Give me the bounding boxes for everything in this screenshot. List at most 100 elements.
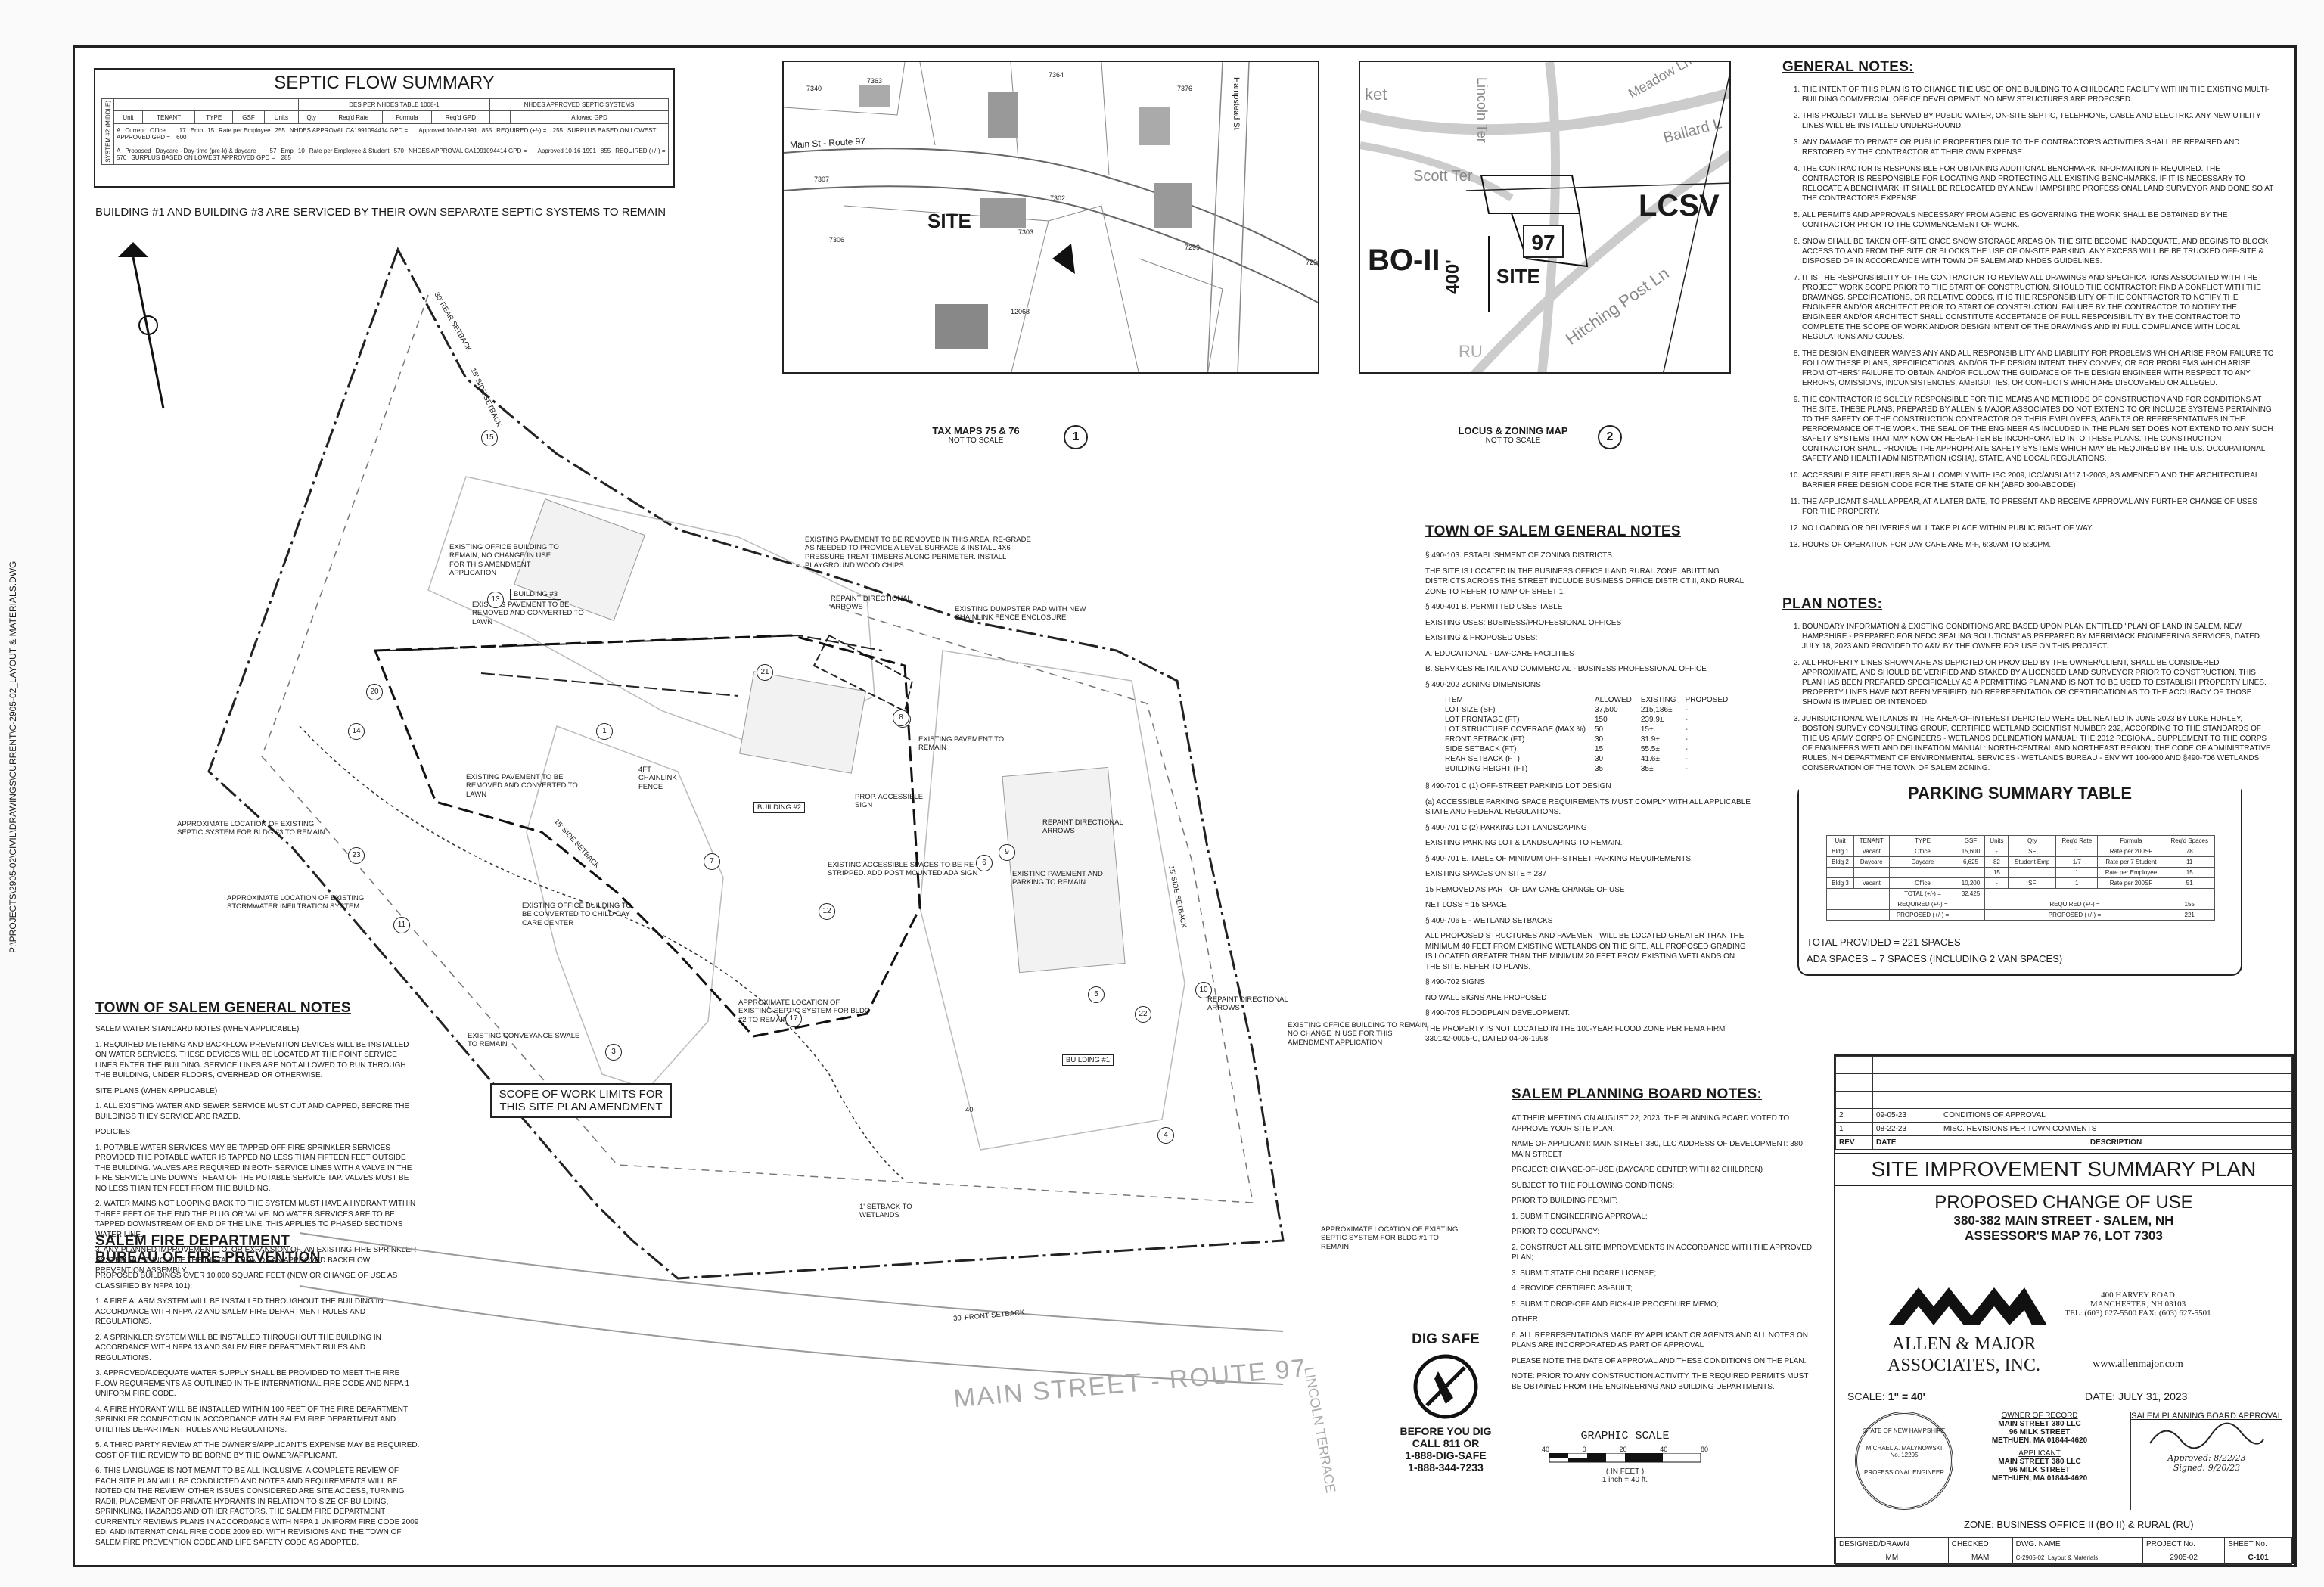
general-note-item: THE APPLICANT SHALL APPEAR, AT A LATER D… <box>1802 497 2274 517</box>
salem-mid-line: NET LOSS = 15 SPACE <box>1425 901 1507 909</box>
parking-summary-label: PROPOSED (+/-) = <box>1984 909 2165 921</box>
parking-cell: 1 <box>2055 846 2099 857</box>
label-office3: EXISTING OFFICE BUILDING TO REMAIN, NO C… <box>449 543 559 578</box>
locus-route-shield: 97 <box>1523 225 1564 258</box>
salem-mid-line: ALL PROPOSED STRUCTURES AND PAVEMENT WIL… <box>1425 932 1746 971</box>
septic-col-header: Req'd Rate <box>324 110 384 124</box>
septic-cell: 570 <box>117 154 127 161</box>
locus-map-drawing <box>1360 62 1729 372</box>
septic-col-header: TYPE <box>194 110 234 124</box>
parking-spacer <box>1826 888 1890 899</box>
septic-header-nhdes: NHDES APPROVED SEPTIC SYSTEMS <box>489 98 670 112</box>
parking-cell: 1 <box>2055 877 2099 889</box>
label-repaint-3: REPAINT DIRECTIONAL ARROWS <box>1207 995 1288 1013</box>
parking-cell: Daycare <box>1888 856 1957 868</box>
tax-map-parcel: 7296 <box>1306 259 1318 266</box>
parking-spacer <box>1826 899 1890 910</box>
project-address: 380-382 MAIN STREET - SALEM, NH <box>1953 1213 2174 1228</box>
label-pave-remain: EXISTING PAVEMENT TO REMAIN <box>918 735 1005 753</box>
description-header: DESCRIPTION <box>1940 1135 2292 1150</box>
planning-board-line: PROJECT: CHANGE-OF-USE (DAYCARE CENTER W… <box>1512 1166 1763 1174</box>
keynote-marker: 22 <box>1135 1006 1151 1023</box>
keynote-marker: 20 <box>366 684 383 700</box>
septic-cell: Rate per Employee & Student <box>309 147 390 154</box>
parking-col-header: Units <box>1984 835 2009 846</box>
fire-line: 1. A FIRE ALARM SYSTEM WILL BE INSTALLED… <box>95 1297 384 1326</box>
zoning-cell: BUILDING HEIGHT (FT) <box>1445 765 1528 773</box>
septic-cell: SURPLUS BASED ON LOWEST APPROVED GPD = <box>131 154 277 161</box>
parking-cell: - <box>1984 877 2009 889</box>
zoning-cell: 31.9± <box>1640 735 1660 744</box>
septic-col-header: Req'd GPD <box>430 110 490 124</box>
graphic-scale-unit: ( IN FEET ) <box>1605 1467 1645 1476</box>
septic-cell: Rate per Employee <box>219 126 271 134</box>
salem-mid-line: § 490-103. ESTABLISHMENT OF ZONING DISTR… <box>1425 551 1614 560</box>
parking-cell <box>1888 867 1957 878</box>
planning-board-line: PRIOR TO BUILDING PERMIT: <box>1512 1197 1618 1205</box>
locus-ru-label: RU <box>1459 342 1483 361</box>
checked-label: CHECKED <box>1947 1537 2013 1551</box>
septic-cell: Office <box>150 126 166 134</box>
parking-cell: Bldg 3 <box>1826 877 1854 889</box>
tax-map-parcel: 7302 <box>1050 194 1066 202</box>
zoning-header: EXISTING <box>1640 696 1676 704</box>
zoning-cell: - <box>1685 765 1688 773</box>
locus-dim-label: 400' <box>1442 259 1463 294</box>
plan-note-item: ALL PROPERTY LINES SHOWN ARE AS DEPICTED… <box>1802 658 2274 707</box>
parking-cell: Vacant <box>1853 877 1890 889</box>
label-pave-lawn-2: EXISTING PAVEMENT TO BE REMOVED AND CONV… <box>466 773 578 799</box>
parking-cell: 78 <box>2164 846 2215 857</box>
zoning-cell: 15± <box>1640 725 1654 734</box>
salem-mid-line: EXISTING SPACES ON SITE = 237 <box>1425 870 1547 878</box>
revision-cell: 09-05-23 <box>1872 1108 1940 1123</box>
graphic-scale-tick: 0 <box>1582 1446 1586 1453</box>
project-map-lot: ASSESSOR'S MAP 76, LOT 7303 <box>1965 1228 2163 1243</box>
septic-cell: Approved 10-16-1991 <box>418 126 477 134</box>
parking-summary-row: PROPOSED (+/-) =PROPOSED (+/-) =221 <box>1826 909 2215 921</box>
zoning-cell: FRONT SETBACK (FT) <box>1445 735 1525 744</box>
label-office1: EXISTING OFFICE BUILDING TO REMAIN, NO C… <box>1288 1021 1430 1047</box>
salem-notes-left: TOWN OF SALEM GENERAL NOTES SALEM WATER … <box>95 1000 421 1281</box>
graphic-scale-ratio: 1 inch = 40 ft. <box>1602 1476 1648 1484</box>
planning-board-line: PLEASE NOTE THE DATE OF APPROVAL AND THE… <box>1512 1356 1807 1365</box>
plan-notes-title: PLAN NOTES: <box>1782 596 1883 612</box>
parking-summary-value: 32,425 <box>1956 888 1986 899</box>
parking-col-header: GSF <box>1956 835 1986 846</box>
parking-cell <box>1853 867 1890 878</box>
project-no-label: PROJECT No. <box>2142 1537 2226 1551</box>
septic-flow-summary: SEPTIC FLOW SUMMARY SYSTEM #2 (MIDDLE) D… <box>94 68 675 188</box>
tax-map-title: TAX MAPS 75 & 76 <box>932 425 1020 436</box>
septic-col-header: TENANT <box>141 110 196 124</box>
graphic-scale-tick: 40 <box>1660 1446 1668 1453</box>
firm-website: www.allenmajor.com <box>2093 1359 2183 1370</box>
zoning-cell: 150 <box>1594 716 1608 724</box>
zoning-header: PROPOSED <box>1685 696 1729 704</box>
planning-board-line: NOTE: PRIOR TO ANY CONSTRUCTION ACTIVITY… <box>1512 1372 1809 1391</box>
general-notes: GENERAL NOTES: THE INTENT OF THIS PLAN I… <box>1782 59 2274 557</box>
parking-cell <box>1956 867 1986 878</box>
parking-col-header: Req'd Spaces <box>2164 835 2215 846</box>
dwg-label: DWG. NAME <box>2012 1537 2143 1551</box>
zoning-cell: 30 <box>1594 755 1604 763</box>
label-fence: 4FT CHAINLINK FENCE <box>638 766 677 791</box>
parking-cell: 6,625 <box>1956 856 1986 868</box>
salem-notes-mid-title: TOWN OF SALEM GENERAL NOTES <box>1425 523 1681 539</box>
salem-mid-line: EXISTING & PROPOSED USES: <box>1425 634 1538 642</box>
label-bldg3: BUILDING #3 <box>510 589 562 601</box>
sheet-title: SITE IMPROVEMENT SUMMARY PLAN <box>1835 1153 2292 1186</box>
zoning-header: ALLOWED <box>1594 696 1632 704</box>
locus-map: ket Meadow Ln Lincoln Ter Scott Ter Ball… <box>1359 61 1731 374</box>
zoning-cell: REAR SETBACK (FT) <box>1445 755 1520 763</box>
septic-col-header: Formula <box>382 110 432 124</box>
label-dim-40: 40' <box>965 1106 975 1114</box>
parking-cell: 15 <box>2164 867 2215 878</box>
salem-mid-line: § 490-706 FLOODPLAIN DEVELOPMENT. <box>1425 1009 1571 1017</box>
septic-cell: A <box>117 126 121 134</box>
